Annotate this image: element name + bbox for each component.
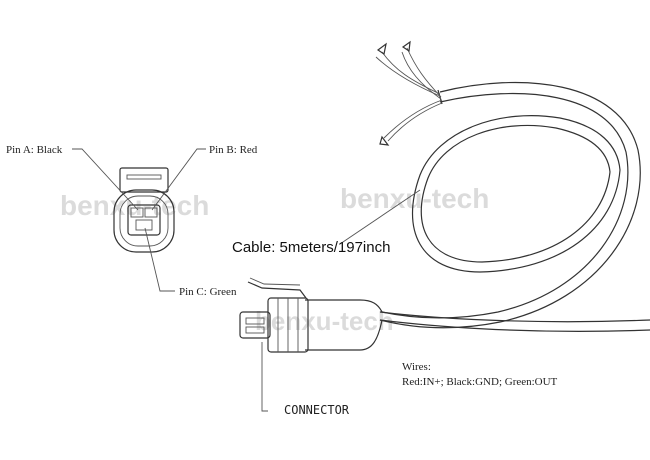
wire-ends bbox=[375, 40, 443, 146]
connector-face-view bbox=[113, 167, 175, 253]
label-pin-a: Pin A: Black bbox=[6, 144, 63, 156]
cable-coil bbox=[379, 81, 650, 332]
watermark-right: benxu-tech bbox=[340, 183, 489, 214]
label-connector: CONNECTOR bbox=[284, 403, 350, 417]
leader-lines bbox=[72, 148, 421, 412]
watermark-bottom: benxu-tech bbox=[255, 306, 394, 336]
label-pin-c: Pin C: Green bbox=[179, 286, 237, 298]
label-cable-length: Cable: 5meters/197inch bbox=[232, 239, 390, 256]
label-wires-heading: Wires: bbox=[402, 361, 431, 373]
connector-side-view bbox=[239, 277, 383, 353]
label-pin-b: Pin B: Red bbox=[209, 144, 258, 156]
label-wires-detail: Red:IN+; Black:GND; Green:OUT bbox=[402, 376, 558, 388]
